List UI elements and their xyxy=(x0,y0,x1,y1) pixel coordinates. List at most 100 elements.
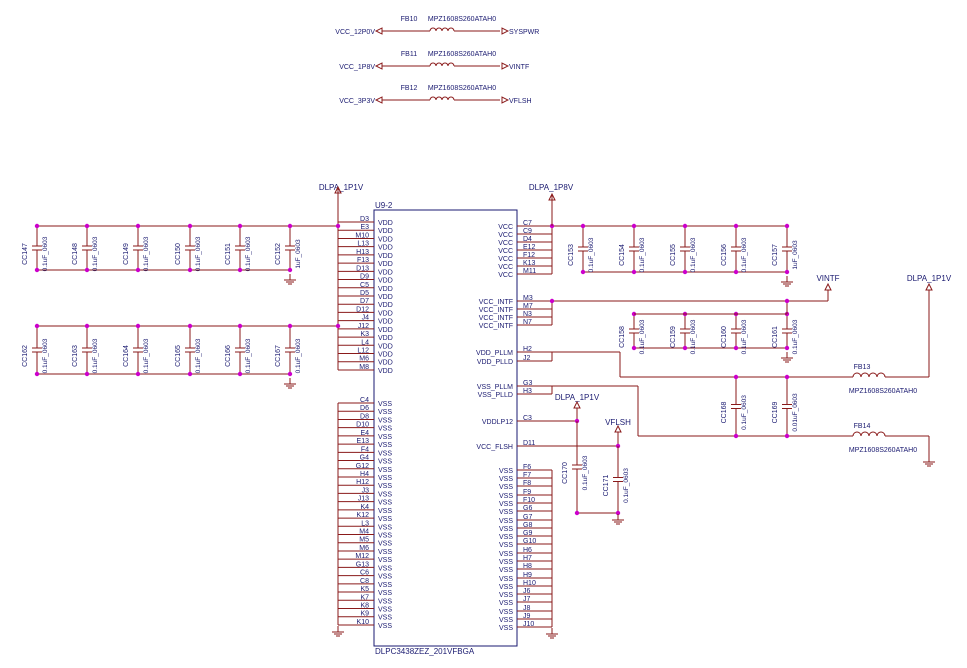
cap-ref: CC155 xyxy=(670,244,677,266)
pin-name: VSS xyxy=(499,509,513,516)
pin-number: C8 xyxy=(360,578,369,585)
cap-ref: CC165 xyxy=(175,345,182,367)
pin-number: D11 xyxy=(523,440,535,447)
pin-name: VSS xyxy=(378,607,392,614)
pin-number: K3 xyxy=(360,331,369,338)
ic-ref-label: U9-2 xyxy=(375,201,393,210)
junction-dot xyxy=(135,267,141,273)
pin-name: VSS xyxy=(499,476,513,483)
cap-ref: CC164 xyxy=(123,345,130,367)
net-label-vflsh-lp: VFLSH xyxy=(605,418,631,427)
power-arrow xyxy=(614,424,622,433)
pin-number: M12 xyxy=(355,553,369,560)
pin-number: H3 xyxy=(523,388,532,395)
pin-number: H7 xyxy=(523,555,532,562)
net-label-dlpa-1p1v-top: DLPA_1P1V xyxy=(319,183,364,192)
pin-number: G8 xyxy=(523,522,532,529)
cap-ref: CC147 xyxy=(22,243,29,265)
pin-name: VSS xyxy=(378,557,392,564)
junction-dot xyxy=(733,345,739,351)
pin-name: VCC_INTF xyxy=(479,307,513,314)
pin-number: H10 xyxy=(523,580,536,587)
cap-value: 1uF_0603 xyxy=(295,239,302,269)
pin-name: VSS xyxy=(499,576,513,583)
pin-name: VCC xyxy=(498,240,513,247)
net-label: VCC_3P3V xyxy=(339,98,375,105)
pin-number: C3 xyxy=(523,415,532,422)
junction-dot xyxy=(84,267,90,273)
pin-name: VCC xyxy=(498,272,513,279)
pin-number: J10 xyxy=(523,621,534,628)
junction-dot xyxy=(549,298,555,304)
pin-name: VDD xyxy=(378,343,393,350)
pin-number: D9 xyxy=(360,274,369,281)
ferrite-coil xyxy=(852,372,886,378)
pin-number: F6 xyxy=(523,464,531,471)
cap-ref: CC150 xyxy=(175,243,182,265)
pin-number: E13 xyxy=(357,438,370,445)
pin-name: VSS xyxy=(499,493,513,500)
junction-dot xyxy=(287,223,293,229)
junction-dot xyxy=(34,371,40,377)
cap-ref: CC151 xyxy=(225,243,232,265)
junction-dot xyxy=(580,223,586,229)
cap-ref: CC157 xyxy=(772,244,779,266)
junction-dot xyxy=(287,267,293,273)
pin-name: VSS xyxy=(378,417,392,424)
junction-dot xyxy=(580,269,586,275)
junction-dot xyxy=(84,223,90,229)
pin-number: F4 xyxy=(361,446,369,453)
pin-name: VDD xyxy=(378,269,393,276)
ferrite-coil xyxy=(429,96,455,101)
pin-number: G13 xyxy=(356,561,369,568)
power-arrow xyxy=(824,282,832,291)
cap-ref: CC152 xyxy=(275,243,282,265)
ferrite-part: MPZ1608S260ATAH0 xyxy=(849,447,917,454)
ferrite-part: MPZ1608S260ATAH0 xyxy=(428,85,496,92)
pin-number: M7 xyxy=(523,303,533,310)
pin-name: VDD xyxy=(378,236,393,243)
junction-dot xyxy=(187,223,193,229)
pin-number: E3 xyxy=(360,224,369,231)
pin-name: VCC xyxy=(498,256,513,263)
pin-name: VSS xyxy=(499,518,513,525)
pin-number: D3 xyxy=(360,216,369,223)
ic-part-label: DLPC3438ZEZ_201VFBGA xyxy=(375,647,475,656)
cap-ref: CC161 xyxy=(772,326,779,348)
pin-name: VSS xyxy=(499,567,513,574)
pin-number: H2 xyxy=(523,346,532,353)
pin-number: K10 xyxy=(357,619,370,626)
net-label: VCC_1P8V xyxy=(339,64,375,71)
junction-dot xyxy=(733,269,739,275)
cap-value: 0.1uF_0603 xyxy=(741,319,748,354)
pin-name: VSS xyxy=(378,401,392,408)
pin-number: D6 xyxy=(360,405,369,412)
pin-name: VDD xyxy=(378,220,393,227)
pin-name: VSS xyxy=(378,508,392,515)
pin-number: M3 xyxy=(523,295,533,302)
pin-name: VSS_PLLM xyxy=(477,384,513,391)
power-arrow xyxy=(548,192,556,201)
cap-value: 0.1uF_0603 xyxy=(690,237,697,272)
pin-number: H12 xyxy=(356,479,369,486)
junction-dot xyxy=(733,223,739,229)
junction-dot xyxy=(335,323,341,329)
pin-name: VDD xyxy=(378,335,393,342)
junction-dot xyxy=(784,298,790,304)
pin-number: M8 xyxy=(359,364,369,371)
cap-value: 0.1uF_0603 xyxy=(639,237,646,272)
cap-value: 0.1uF_0603 xyxy=(92,236,99,271)
pin-name: VDD xyxy=(378,310,393,317)
cap-ref: CC156 xyxy=(721,244,728,266)
junction-dot xyxy=(34,267,40,273)
ferrite-ref: FB11 xyxy=(401,51,417,58)
junction-dot xyxy=(784,433,790,439)
pin-name: VSS xyxy=(499,584,513,591)
power-arrow xyxy=(374,27,383,35)
pin-number: H8 xyxy=(523,563,532,570)
pin-name: VSS xyxy=(499,592,513,599)
pin-name: VCC_INTF xyxy=(479,299,513,306)
pin-name: VSS xyxy=(499,625,513,632)
junction-dot xyxy=(237,223,243,229)
pin-number: J3 xyxy=(362,487,370,494)
